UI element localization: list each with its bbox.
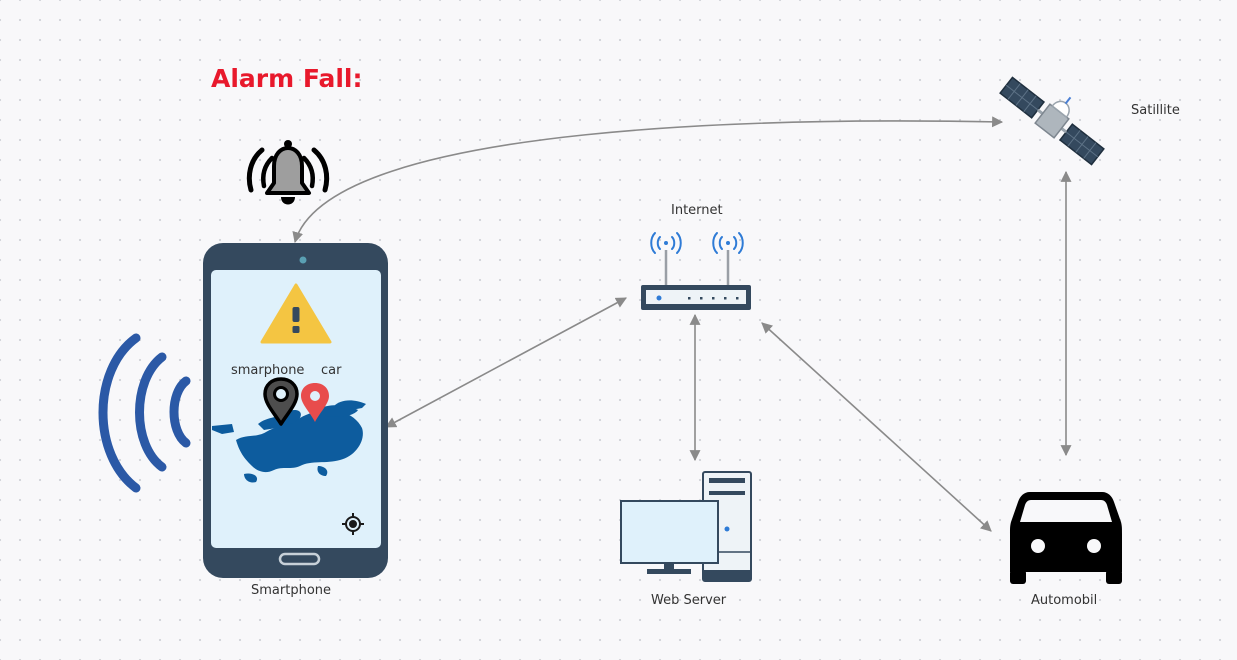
- wireless-signal-icon: [98, 333, 191, 493]
- screen-car-label: car: [321, 363, 342, 378]
- smartphone-location-pin-icon: [263, 377, 299, 426]
- locate-crosshair-icon[interactable]: [342, 513, 364, 535]
- web-server-device[interactable]: [620, 471, 752, 582]
- router-device[interactable]: [641, 232, 751, 310]
- connector-phone-internet: [385, 297, 627, 428]
- phone-home-button[interactable]: [278, 552, 321, 566]
- alarm-fall-title: Alarm Fall:: [211, 64, 363, 93]
- satellite-device[interactable]: [999, 62, 1116, 167]
- warning-icon: [260, 283, 332, 344]
- screen-smartphone-label: smarphone: [231, 363, 305, 378]
- smartphone-device[interactable]: [203, 243, 388, 578]
- connector-internet-automobile: [761, 322, 992, 532]
- phone-camera-icon: [299, 256, 307, 264]
- europe-map-icon: [212, 400, 366, 483]
- web-server-label: Web Server: [651, 593, 727, 608]
- router-signal-icon: [650, 232, 744, 254]
- connector-phone-satellite: [292, 116, 1004, 244]
- internet-label: Internet: [671, 203, 723, 218]
- smartphone-label: Smartphone: [251, 583, 332, 598]
- car-location-pin-icon: [301, 383, 329, 422]
- connectors: [292, 116, 1072, 532]
- automobile-label: Automobil: [1031, 593, 1098, 608]
- satellite-label: Satillite: [1131, 103, 1180, 118]
- alarm-bell-icon: [246, 140, 330, 205]
- automobile-icon[interactable]: [1010, 492, 1122, 584]
